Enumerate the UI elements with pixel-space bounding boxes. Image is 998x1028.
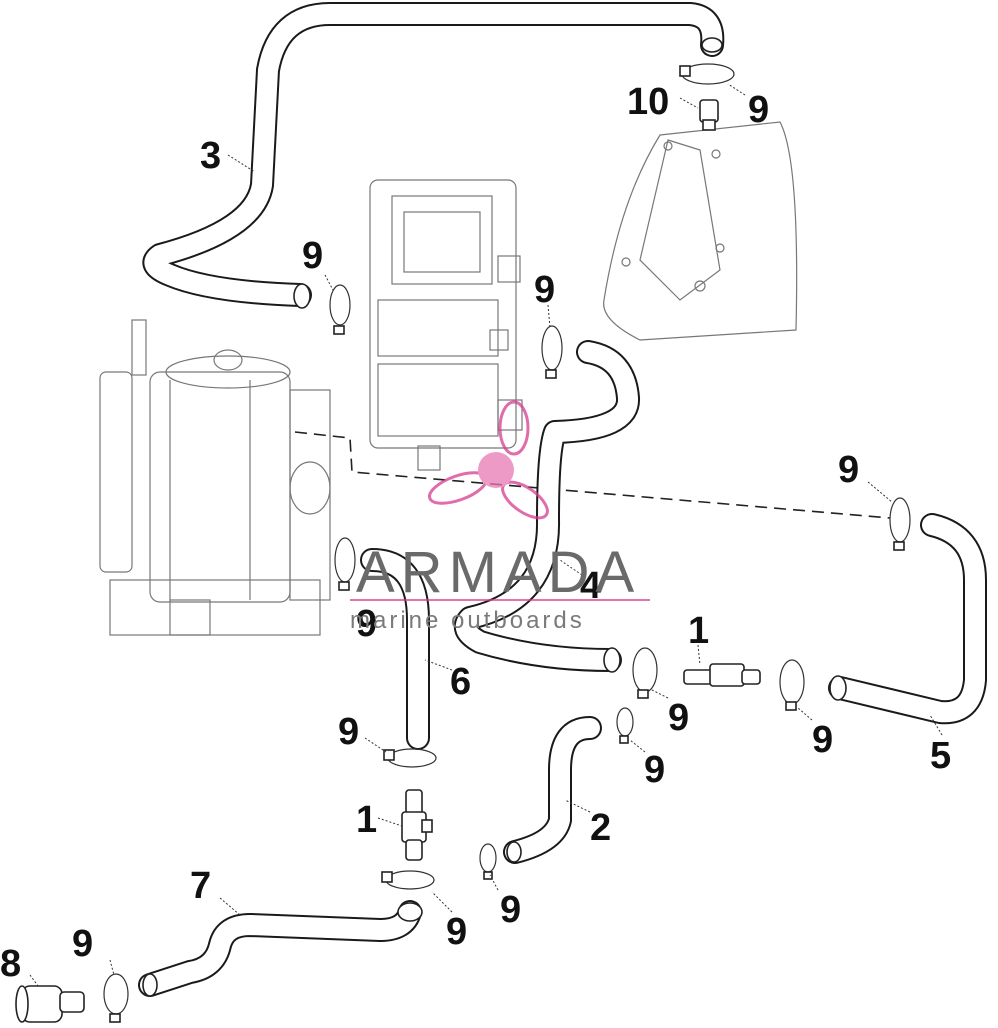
callout-9: 9 (812, 719, 833, 761)
callout-7: 7 (190, 865, 211, 907)
clamp-icon (103, 63, 911, 1023)
hose-4 (453, 340, 640, 672)
callout-9: 9 (500, 889, 521, 931)
leader-lines (29, 83, 943, 987)
watermark-brand: ARMADA (356, 540, 640, 605)
callout-9: 9 (302, 235, 323, 277)
vapor-separator-assembly (99, 319, 331, 636)
callout-9: 9 (748, 89, 769, 131)
callout-2: 2 (590, 807, 611, 849)
hose-5 (828, 513, 987, 725)
callout-numbers: 3 10 9 9 9 9 4 9 1 6 9 9 9 5 9 1 2 7 9 9… (0, 81, 951, 985)
propeller-logo-icon (428, 400, 549, 520)
callout-9: 9 (338, 711, 359, 753)
callout-1: 1 (688, 610, 709, 652)
watermark-tagline: marine outboards (350, 607, 585, 634)
watermark: ARMADA marine outboards (350, 400, 650, 634)
callout-9: 9 (668, 697, 689, 739)
hose-6 (360, 548, 430, 750)
hose-7 (138, 900, 422, 997)
callout-9: 9 (534, 269, 555, 311)
callout-5: 5 (930, 735, 951, 777)
callout-1: 1 (356, 799, 377, 841)
callout-9: 9 (356, 603, 377, 645)
callout-8: 8 (0, 943, 21, 985)
callout-9: 9 (644, 749, 665, 791)
fuel-pump-module (369, 179, 523, 471)
powerhead-bracket (603, 121, 798, 341)
callout-3: 3 (200, 135, 221, 177)
routing-dashed-line (294, 431, 891, 519)
part-10-fitting (699, 99, 719, 131)
callout-10: 10 (627, 81, 669, 123)
callout-9: 9 (838, 449, 859, 491)
callout-4: 4 (580, 565, 601, 607)
callout-9: 9 (72, 923, 93, 965)
hose-end-openings (142, 37, 847, 997)
hose-3 (142, 2, 725, 307)
fitting-1-center (401, 789, 433, 861)
part-8-connector (15, 985, 85, 1023)
callout-9: 9 (446, 911, 467, 953)
callout-6: 6 (450, 661, 471, 703)
hose-2 (503, 716, 602, 864)
fitting-1-right (683, 663, 761, 687)
